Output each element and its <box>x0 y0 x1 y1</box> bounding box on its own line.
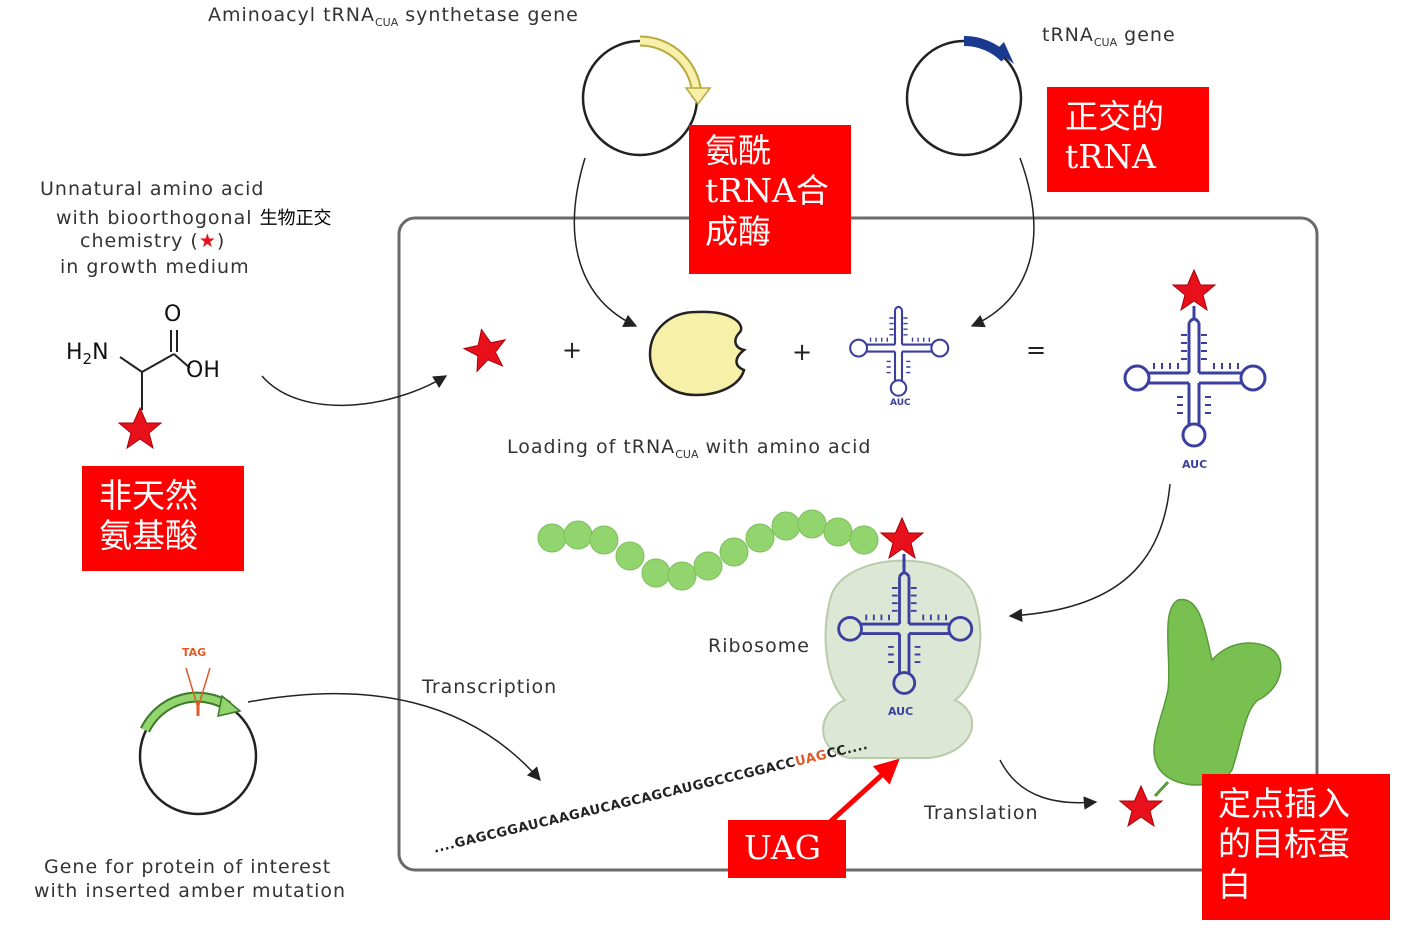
anticodon-small: AUC <box>890 398 911 408</box>
transcription-arrow <box>247 692 541 782</box>
ribosome-label: Ribosome <box>708 635 810 657</box>
uncharged-trna-icon <box>849 305 950 397</box>
tag-codon-label: TAG <box>182 646 207 659</box>
hydroxyl-label: OH <box>186 358 220 383</box>
charged-trna-arrow <box>1008 483 1171 623</box>
bioorthogonal-cn-label: 生物正交 <box>259 208 332 229</box>
target-protein-callout: 定点插入 的目标蛋 白 <box>1202 774 1390 920</box>
synthetase-callout: 氨酰 tRNA合 成酶 <box>689 125 851 274</box>
inline-star-icon: ★ <box>198 230 217 252</box>
synthetase-plasmid-icon <box>581 35 712 157</box>
uag-pointer-arrow <box>828 758 900 824</box>
peptide-chain <box>537 509 879 591</box>
uptake-arrow <box>261 375 448 407</box>
side-chain-star-icon <box>118 407 162 449</box>
uag-callout: UAG <box>728 820 846 878</box>
translation-label: Translation <box>924 802 1039 824</box>
ribosome-icon <box>822 559 982 759</box>
synthetase-gene-label: Aminoacyl tRNACUA synthetase gene <box>208 4 579 29</box>
carbonyl-o-label: O <box>164 302 182 327</box>
plus-sign-2: + <box>792 338 814 366</box>
synthetase-enzyme-icon <box>648 310 747 397</box>
trna-expression-arrow <box>970 157 1035 328</box>
charged-star-icon <box>1172 269 1216 311</box>
orthogonal-trna-callout: 正交的 tRNA <box>1047 87 1209 192</box>
target-gene-plasmid-icon <box>138 667 258 816</box>
gene-label-line1: Gene for protein of interest <box>44 856 332 878</box>
anticodon-charged: AUC <box>1182 458 1208 471</box>
equals-sign: = <box>1026 336 1048 364</box>
unnatural-line4: in growth medium <box>60 256 250 278</box>
amino-acid-structure <box>119 330 191 410</box>
unnatural-line2: with bioorthogonal 生物正交 <box>56 207 332 229</box>
target-protein-icon <box>1153 598 1282 786</box>
plus-sign-1: + <box>562 336 584 364</box>
unnatural-aa-callout: 非天然 氨基酸 <box>82 466 244 571</box>
transcription-label: Transcription <box>422 676 558 698</box>
ribosome-star-icon <box>880 517 924 559</box>
amine-label: H2N <box>66 340 109 368</box>
protein-star-icon <box>1119 785 1163 827</box>
trna-gene-label: tRNACUA gene <box>1042 24 1176 49</box>
loading-label: Loading of tRNACUA with amino acid <box>507 436 872 461</box>
synthetase-expression-arrow <box>573 157 638 327</box>
translation-arrow <box>999 759 1098 810</box>
gene-label-line2: with inserted amber mutation <box>34 880 347 902</box>
amino-acid-star-icon <box>460 324 511 374</box>
cell-boundary <box>397 216 1319 872</box>
charged-trna-icon <box>1123 317 1267 448</box>
trna-plasmid-icon <box>905 35 1023 157</box>
unnatural-line3: chemistry (★) <box>80 230 226 252</box>
unnatural-line1: Unnatural amino acid <box>40 178 265 200</box>
anticodon-ribosome: AUC <box>888 705 914 718</box>
